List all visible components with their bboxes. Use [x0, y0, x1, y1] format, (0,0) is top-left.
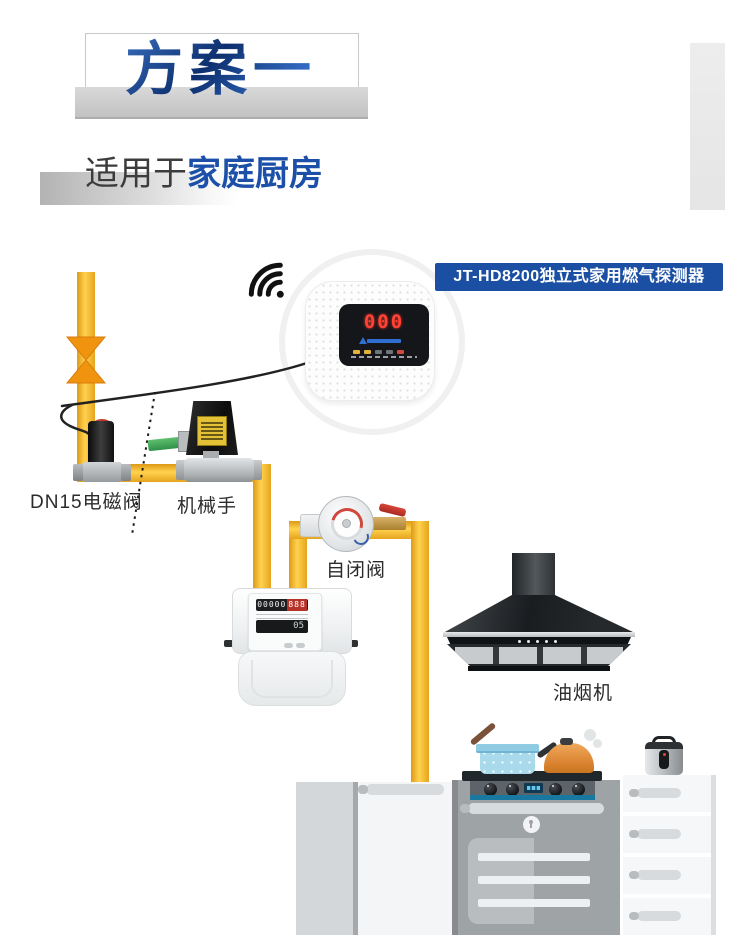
rice-cooker-display: [659, 750, 669, 769]
drawer-handle-3: [629, 870, 681, 880]
gas-pipe-down-to-stove: [411, 521, 429, 782]
page-title: 方案一: [85, 32, 357, 106]
oven-door: [468, 838, 600, 924]
label-selfclosing-valve: 自闭阀: [326, 560, 387, 581]
stove-cooktop: [462, 771, 602, 781]
meter-lcd-display: 05: [256, 620, 308, 633]
solenoid-valve-body: [82, 462, 122, 482]
meter-bracket-left: [224, 640, 233, 647]
kitchen-cabinet-door: [358, 782, 452, 935]
detector-indicator-lights: [353, 350, 415, 354]
oven-dial-icon: [523, 816, 540, 833]
rice-cooker-handle: [652, 736, 676, 744]
drawer-handle-2: [629, 829, 681, 839]
kettle: [544, 743, 594, 773]
range-hood-control-band: [447, 637, 631, 645]
gas-meter-seam: [251, 660, 333, 698]
rice-cooker-lid: [645, 742, 683, 749]
divider-dotted-line: [131, 391, 156, 536]
stove-knob-2: [506, 783, 519, 796]
oven-door-stripe: [478, 876, 590, 884]
subtitle-shadow-bar: [40, 172, 238, 205]
cooking-pot-lid: [476, 744, 539, 753]
cooking-pot: [480, 749, 535, 774]
drawer-handle-4: [629, 911, 681, 921]
selfclosing-valve-brass-fitting: [372, 517, 406, 530]
subtitle-highlight: 家庭厨房: [187, 154, 323, 194]
pipe-valve-symbol: [65, 336, 107, 384]
meter-counter-white-digits: 00000: [257, 600, 287, 609]
range-hood-filters: [447, 644, 631, 667]
decor-corner-bar: [690, 43, 725, 210]
subtitle: 适用于家庭厨房: [85, 146, 323, 195]
kettle-knob: [560, 738, 573, 745]
stove-knob-3: [549, 783, 562, 796]
label-solenoid-valve: DN15电磁阀: [30, 492, 143, 513]
meter-button-right: [296, 643, 305, 648]
meter-counter-red-digits: 888: [287, 599, 307, 611]
brand-logo-icon: [359, 337, 401, 344]
wifi-icon: [248, 262, 284, 298]
label-manipulator: 机械手: [177, 496, 238, 517]
gas-meter-lower-body: [238, 651, 346, 706]
oven-door-stripe: [478, 853, 590, 861]
steam-puff: [593, 739, 602, 748]
range-hood-chimney: [512, 553, 555, 597]
subtitle-prefix: 适用于: [85, 154, 187, 194]
detector-screen: 000: [339, 304, 429, 366]
detector-display-value: 000: [363, 311, 405, 333]
solenoid-valve-nut-left: [73, 464, 83, 481]
title-shadow-bar: [75, 87, 368, 119]
manipulator-stem: [203, 451, 219, 460]
stove-accent-strip: [470, 795, 595, 800]
kitchen-end-panel: [711, 775, 716, 935]
stove-timer-display: [524, 783, 543, 793]
gas-detector-device: 000: [305, 281, 435, 401]
detector-legend-text: [351, 356, 417, 358]
selfclosing-valve-body: [318, 496, 374, 552]
detector-cable: [60, 360, 312, 408]
range-hood-buttons: [518, 640, 558, 643]
product-banner: JT-HD8200独立式家用燃气探测器: [435, 263, 723, 291]
title-frame: [85, 33, 359, 93]
kitchen-cabinet-divider: [353, 782, 358, 935]
selfclosing-valve-center: [342, 519, 351, 528]
label-range-hood: 油烟机: [553, 683, 614, 704]
meter-button-left: [284, 643, 293, 648]
stove-knob-4: [572, 783, 585, 796]
kitchen-cabinet-side-panel: [296, 782, 353, 935]
stove-knob-1: [484, 783, 497, 796]
oven-handle: [460, 803, 604, 814]
meter-info-text: [256, 614, 308, 619]
decor-circle: [279, 249, 465, 435]
cabinet-door-handle: [358, 784, 444, 795]
drawer-handle-1: [629, 788, 681, 798]
range-hood-trim: [443, 632, 635, 637]
steam-puff: [584, 729, 596, 741]
manipulator-valve-body: [184, 458, 254, 482]
solenoid-valve-nut-right: [121, 464, 131, 481]
gas-pipe-down-to-meter: [253, 464, 271, 592]
meter-bracket-right: [349, 640, 358, 647]
solenoid-valve-coil: [88, 421, 114, 467]
range-hood-bottom-lip: [468, 666, 610, 671]
manipulator-warning-label: [197, 416, 227, 446]
oven-door-stripe: [478, 899, 590, 907]
